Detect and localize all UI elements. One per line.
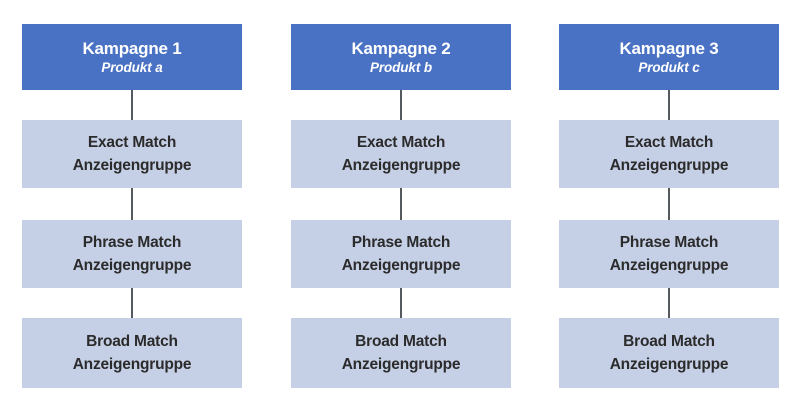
adgroup-node-phrase-match[interactable]: Phrase Match Anzeigengruppe — [22, 220, 242, 288]
adgroup-label-line2: Anzeigengruppe — [609, 356, 729, 373]
adgroup-label-line2: Anzeigengruppe — [609, 157, 729, 174]
connector-line — [668, 288, 670, 318]
campaign-column-2: Kampagne 2 Produkt b Exact Match Anzeige… — [291, 0, 511, 413]
campaign-title: Kampagne 3 — [619, 38, 719, 58]
adgroup-label-line1: Exact Match — [87, 134, 177, 151]
campaign-title: Kampagne 2 — [351, 38, 451, 58]
campaign-node-3[interactable]: Kampagne 3 Produkt c — [559, 24, 779, 90]
adgroup-label-line2: Anzeigengruppe — [341, 157, 461, 174]
adgroup-label-line2: Anzeigengruppe — [341, 356, 461, 373]
connector-line — [400, 90, 402, 120]
connector-line — [668, 90, 670, 120]
adgroup-label-line1: Exact Match — [356, 134, 446, 151]
connector-line — [131, 90, 133, 120]
adgroup-node-exact-match[interactable]: Exact Match Anzeigengruppe — [22, 120, 242, 188]
adgroup-label-line1: Exact Match — [624, 134, 714, 151]
adgroup-label-line1: Broad Match — [355, 333, 447, 350]
adgroup-label-line2: Anzeigengruppe — [609, 257, 729, 274]
campaign-node-2[interactable]: Kampagne 2 Produkt b — [291, 24, 511, 90]
connector-line — [668, 188, 670, 220]
adgroup-label-line1: Phrase Match — [82, 234, 182, 251]
connector-line — [400, 188, 402, 220]
connector-line — [131, 288, 133, 318]
adgroup-label-line1: Broad Match — [623, 333, 715, 350]
adgroup-label-line2: Anzeigengruppe — [341, 257, 461, 274]
adgroup-label-line1: Broad Match — [86, 333, 178, 350]
campaign-subtitle: Produkt c — [638, 59, 700, 75]
adgroup-label-line2: Anzeigengruppe — [72, 257, 192, 274]
adgroup-label-line1: Phrase Match — [351, 234, 451, 251]
campaign-column-3: Kampagne 3 Produkt c Exact Match Anzeige… — [559, 0, 779, 413]
adgroup-node-broad-match[interactable]: Broad Match Anzeigengruppe — [291, 318, 511, 388]
campaign-subtitle: Produkt a — [101, 59, 163, 75]
campaign-node-1[interactable]: Kampagne 1 Produkt a — [22, 24, 242, 90]
adgroup-node-phrase-match[interactable]: Phrase Match Anzeigengruppe — [291, 220, 511, 288]
adgroup-node-broad-match[interactable]: Broad Match Anzeigengruppe — [22, 318, 242, 388]
adgroup-node-exact-match[interactable]: Exact Match Anzeigengruppe — [559, 120, 779, 188]
adgroup-label-line2: Anzeigengruppe — [72, 356, 192, 373]
campaign-column-1: Kampagne 1 Produkt a Exact Match Anzeige… — [22, 0, 242, 413]
adgroup-label-line1: Phrase Match — [619, 234, 719, 251]
campaign-title: Kampagne 1 — [82, 38, 182, 58]
connector-line — [131, 188, 133, 220]
connector-line — [400, 288, 402, 318]
adgroup-label-line2: Anzeigengruppe — [72, 157, 192, 174]
campaign-subtitle: Produkt b — [369, 59, 433, 75]
adgroup-node-phrase-match[interactable]: Phrase Match Anzeigengruppe — [559, 220, 779, 288]
adgroup-node-exact-match[interactable]: Exact Match Anzeigengruppe — [291, 120, 511, 188]
adgroup-node-broad-match[interactable]: Broad Match Anzeigengruppe — [559, 318, 779, 388]
